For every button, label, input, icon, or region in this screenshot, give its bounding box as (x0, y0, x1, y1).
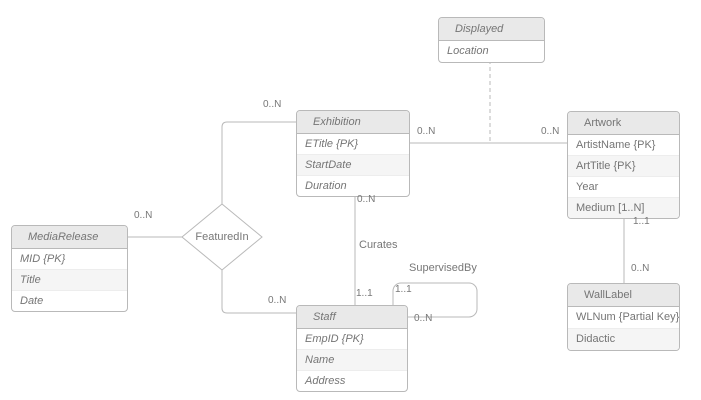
cardinality-media-featuredin[interactable]: 0..N (134, 210, 153, 221)
edge-featuredin-exhibition (221, 121, 296, 204)
cardinality-staff-loop-end[interactable]: 0..N (414, 313, 433, 324)
entity-exhibition-attr[interactable]: StartDate (297, 154, 409, 175)
entity-mediarelease[interactable]: MediaRelease MID {PK} Title Date (11, 225, 128, 312)
entity-displayed-title: Displayed (439, 18, 544, 41)
cardinality-featuredin-staff[interactable]: 0..N (268, 295, 287, 306)
relationship-featuredin-label[interactable]: FeaturedIn (195, 231, 249, 243)
entity-exhibition-title: Exhibition (297, 111, 409, 134)
entity-staff-title: Staff (297, 306, 407, 329)
cardinality-staff-loop-start[interactable]: 1..1 (395, 284, 412, 295)
entity-artwork-title: Artwork (568, 112, 679, 135)
entity-mediarelease-attr[interactable]: MID {PK} (20, 253, 66, 265)
cardinality-exhibition-staff-bottom[interactable]: 1..1 (356, 288, 373, 299)
entity-artwork-attr[interactable]: ArtTitle {PK} (568, 155, 679, 176)
cardinality-featuredin-exhibition[interactable]: 0..N (263, 99, 282, 110)
cardinality-exhibition-staff-top[interactable]: 0..N (357, 194, 376, 205)
cardinality-exhibition-artwork-left[interactable]: 0..N (417, 126, 436, 137)
cardinality-artwork-walllabel-top[interactable]: 1..1 (633, 216, 650, 227)
entity-artwork-attr[interactable]: Year (568, 176, 679, 197)
entity-exhibition-attr[interactable]: ETitle {PK} (305, 138, 359, 150)
entity-artwork-attr[interactable]: Medium [1..N] (568, 197, 679, 218)
entity-staff-attr[interactable]: Address (297, 370, 407, 391)
cardinality-artwork-walllabel-bottom[interactable]: 0..N (631, 263, 650, 274)
entity-exhibition-attr[interactable]: Duration (297, 175, 409, 196)
entity-artwork-attr[interactable]: ArtistName {PK} (576, 139, 656, 151)
featuredin-diamond-shape[interactable] (181, 203, 263, 271)
entity-staff-attr[interactable]: Name (297, 349, 407, 370)
edge-featuredin-staff (221, 270, 296, 314)
entity-artwork[interactable]: Artwork ArtistName {PK} ArtTitle {PK} Ye… (567, 111, 680, 219)
relationship-curates-label[interactable]: Curates (359, 239, 398, 251)
entity-staff[interactable]: Staff EmpID {PK} Name Address (296, 305, 408, 392)
entity-staff-attr[interactable]: EmpID {PK} (305, 333, 364, 345)
cardinality-exhibition-artwork-right[interactable]: 0..N (541, 126, 560, 137)
entity-walllabel-attr[interactable]: WLNum {Partial Key} (576, 311, 679, 323)
entity-walllabel-attr[interactable]: Didactic (568, 328, 679, 350)
entity-exhibition[interactable]: Exhibition ETitle {PK} StartDate Duratio… (296, 110, 410, 197)
edge-supervisedby-loop (392, 282, 478, 318)
entity-walllabel-title: WallLabel (568, 284, 679, 307)
entity-mediarelease-title: MediaRelease (12, 226, 127, 249)
entity-mediarelease-attr[interactable]: Title (12, 269, 127, 290)
entity-displayed[interactable]: Displayed Location (438, 17, 545, 63)
entity-walllabel[interactable]: WallLabel WLNum {Partial Key} Didactic (567, 283, 680, 351)
entity-mediarelease-attr[interactable]: Date (12, 290, 127, 311)
relationship-supervisedby-label[interactable]: SupervisedBy (409, 262, 477, 274)
entity-displayed-attr[interactable]: Location (447, 45, 489, 57)
